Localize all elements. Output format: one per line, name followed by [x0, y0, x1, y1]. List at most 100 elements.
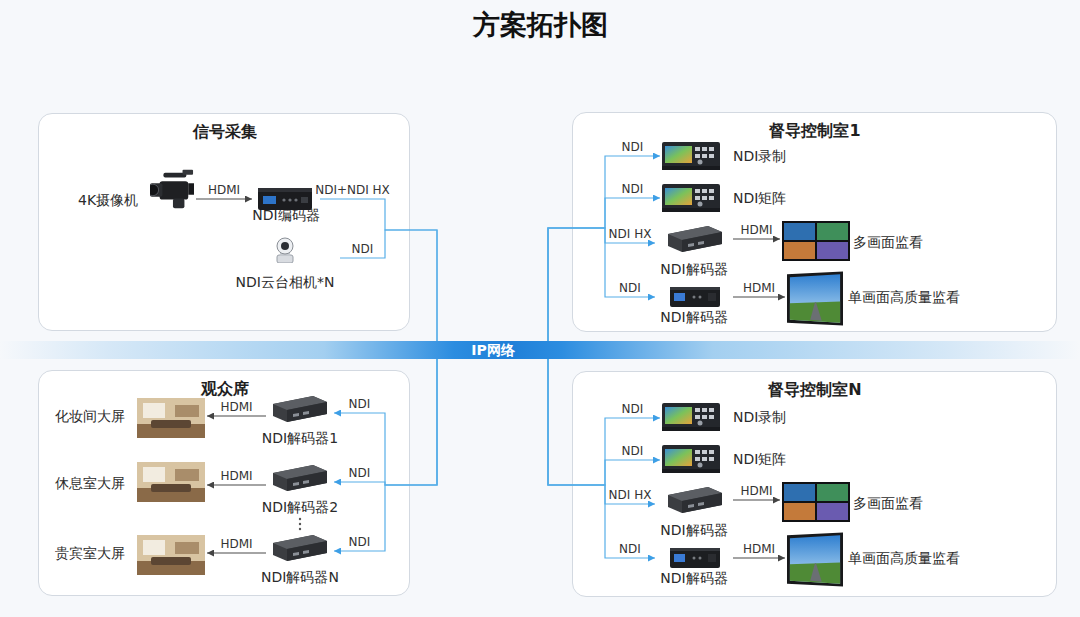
device-label: 休息室大屏 — [55, 475, 125, 492]
single-monitor-icon — [787, 532, 843, 586]
matrix-icon — [662, 184, 720, 212]
ndi-connector — [334, 359, 437, 485]
group-panel: 信号采集 4K摄像机 NDI编码器 NDI云台相机*N — [38, 113, 410, 331]
single-monitor-icon — [787, 271, 843, 325]
device-label: 单画面高质量监看 — [848, 550, 960, 567]
ndi-connector — [548, 156, 660, 341]
hdmi-connector — [733, 296, 785, 297]
device-label: 多画面监看 — [853, 234, 923, 251]
group-panel: 观众席化妆间大屏 NDI解码器1 休息室大屏 NDI解码器2 贵宾室大屏 NDI解码器N — [38, 370, 410, 596]
monitor-node: 单画面高质量监看 — [785, 531, 970, 589]
room-photo — [137, 462, 205, 502]
device-label: NDI解码器2 — [262, 499, 338, 516]
hdmi-connector — [207, 484, 266, 485]
device-label: NDI解码器 — [660, 522, 727, 539]
ptz-camera-icon — [277, 238, 293, 263]
matrix-node: NDI矩阵 — [660, 183, 800, 213]
ellipsis-dot — [299, 518, 301, 520]
decoder-node: NDI解码器 — [655, 285, 733, 327]
network-label: IP网络 — [471, 341, 514, 359]
group-panel: 督导控制室NNDI录制NDI矩阵NDI解码器多画面监看NDI解码器单画面高质量监… — [572, 371, 1057, 597]
hdmi-connector — [207, 415, 266, 416]
device-label: 4K摄像机 — [78, 192, 138, 209]
network-band: IP网络 — [0, 341, 1080, 359]
device-label: NDI矩阵 — [733, 190, 786, 207]
device-label: 单画面高质量监看 — [848, 289, 960, 306]
hdmi-connector — [733, 499, 780, 500]
monitor-node: 多画面监看 — [780, 220, 930, 262]
decoder-node: NDI解码器N — [266, 529, 334, 587]
monitor-node: 多画面监看 — [780, 481, 930, 523]
device-label: NDI录制 — [733, 148, 786, 165]
ndi-connector — [548, 359, 660, 485]
decoder-icon — [670, 287, 720, 307]
decoder-icon — [668, 487, 722, 513]
ndi-connector — [548, 359, 655, 558]
device-label: NDI录制 — [733, 409, 786, 426]
screen-node: 休息室大屏 — [55, 460, 207, 502]
decoder-node: NDI解码器1 — [266, 390, 334, 448]
ndi-connector — [548, 198, 660, 341]
matrix-icon — [662, 445, 720, 473]
recorder-node: NDI录制 — [660, 141, 800, 171]
hdmi-connector — [733, 557, 785, 558]
room-photo — [137, 398, 205, 438]
group-heading: 观众席 — [201, 379, 249, 398]
decoder-icon — [273, 535, 327, 561]
room-photo — [137, 535, 205, 575]
decoder-node: NDI解码器 — [655, 546, 733, 588]
ndi-connector — [334, 359, 437, 485]
ellipsis-dot — [299, 528, 301, 530]
monitor-node: 单画面高质量监看 — [785, 270, 970, 328]
ndi-connector — [340, 230, 437, 341]
device-label: NDI解码器 — [660, 261, 727, 278]
decoder-icon — [273, 465, 327, 491]
multiview-monitor-icon — [782, 221, 850, 261]
device-label: NDI解码器N — [261, 569, 339, 586]
device-label: NDI编码器 — [252, 207, 319, 224]
device-label: 多画面监看 — [853, 495, 923, 512]
device-label: NDI解码器1 — [262, 430, 338, 447]
ndi-connector — [548, 228, 655, 341]
device-label: 化妆间大屏 — [55, 408, 125, 425]
device-label: NDI解码器 — [660, 570, 727, 587]
ndi-connector — [334, 359, 437, 551]
recorder-node: NDI录制 — [660, 402, 800, 432]
device-label: NDI解码器 — [660, 309, 727, 326]
camera-node: 4K摄像机 — [78, 168, 196, 210]
camcorder-icon — [147, 170, 194, 208]
screen-node: 化妆间大屏 — [55, 396, 207, 438]
ndi-connector — [548, 359, 660, 485]
hdmi-connector — [733, 238, 780, 239]
matrix-node: NDI矩阵 — [660, 444, 800, 474]
recorder-icon — [662, 142, 720, 170]
ellipsis-dot — [299, 523, 301, 525]
hdmi-connector — [196, 198, 252, 199]
multiview-monitor-icon — [782, 482, 850, 522]
ndi-connector — [320, 199, 437, 341]
group-heading: 督导控制室1 — [769, 121, 860, 140]
device-label: NDI云台相机*N — [236, 274, 335, 291]
encoder-node: NDI编码器 — [252, 186, 320, 228]
screen-node: 贵宾室大屏 — [55, 530, 207, 578]
decoder-node: NDI解码器2 — [266, 459, 334, 517]
group-heading: 信号采集 — [193, 122, 257, 141]
device-label: 贵宾室大屏 — [55, 545, 125, 562]
decoder-icon — [273, 396, 327, 422]
hdmi-connector — [207, 552, 266, 553]
ptz-camera-node: NDI云台相机*N — [232, 236, 340, 292]
group-panel: 督导控制室1NDI录制NDI矩阵NDI解码器多画面监看NDI解码器单画面高质量监… — [572, 112, 1057, 332]
recorder-icon — [662, 403, 720, 431]
decoder-icon — [670, 548, 720, 568]
decoder-icon — [668, 226, 722, 252]
group-heading: 督导控制室N — [768, 380, 861, 399]
device-label: NDI矩阵 — [733, 451, 786, 468]
decoder-node: NDI解码器 — [655, 221, 733, 278]
ndi-connector — [548, 359, 655, 504]
diagram-title: 方案拓扑图 — [0, 7, 1080, 43]
ndi-connector — [548, 228, 655, 341]
encoder-icon — [258, 188, 312, 210]
decoder-node: NDI解码器 — [655, 482, 733, 539]
